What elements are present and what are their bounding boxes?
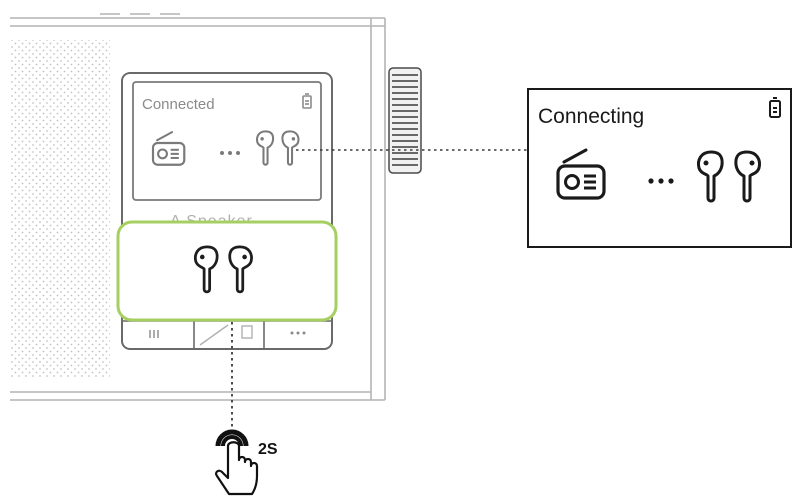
connecting-callout: Connecting — [527, 88, 792, 248]
prev-button[interactable] — [149, 330, 159, 338]
next-button[interactable] — [290, 331, 306, 335]
mute-button[interactable] — [199, 324, 253, 346]
battery-icon — [302, 93, 312, 109]
connection-dots — [220, 151, 240, 155]
callout-connection-dots — [648, 178, 674, 184]
device-status-text: Connected — [142, 96, 215, 113]
earbuds-pairing-button[interactable] — [116, 220, 338, 322]
volume-knob[interactable] — [388, 67, 422, 174]
device-screen: Connected — [132, 81, 322, 201]
callout-battery-icon — [769, 97, 781, 118]
device-body — [10, 13, 386, 401]
press-hand-icon — [214, 429, 259, 496]
speaker-grille — [10, 40, 110, 378]
callout-status-text: Connecting — [538, 105, 644, 128]
press-duration-label: 2S — [258, 441, 278, 458]
